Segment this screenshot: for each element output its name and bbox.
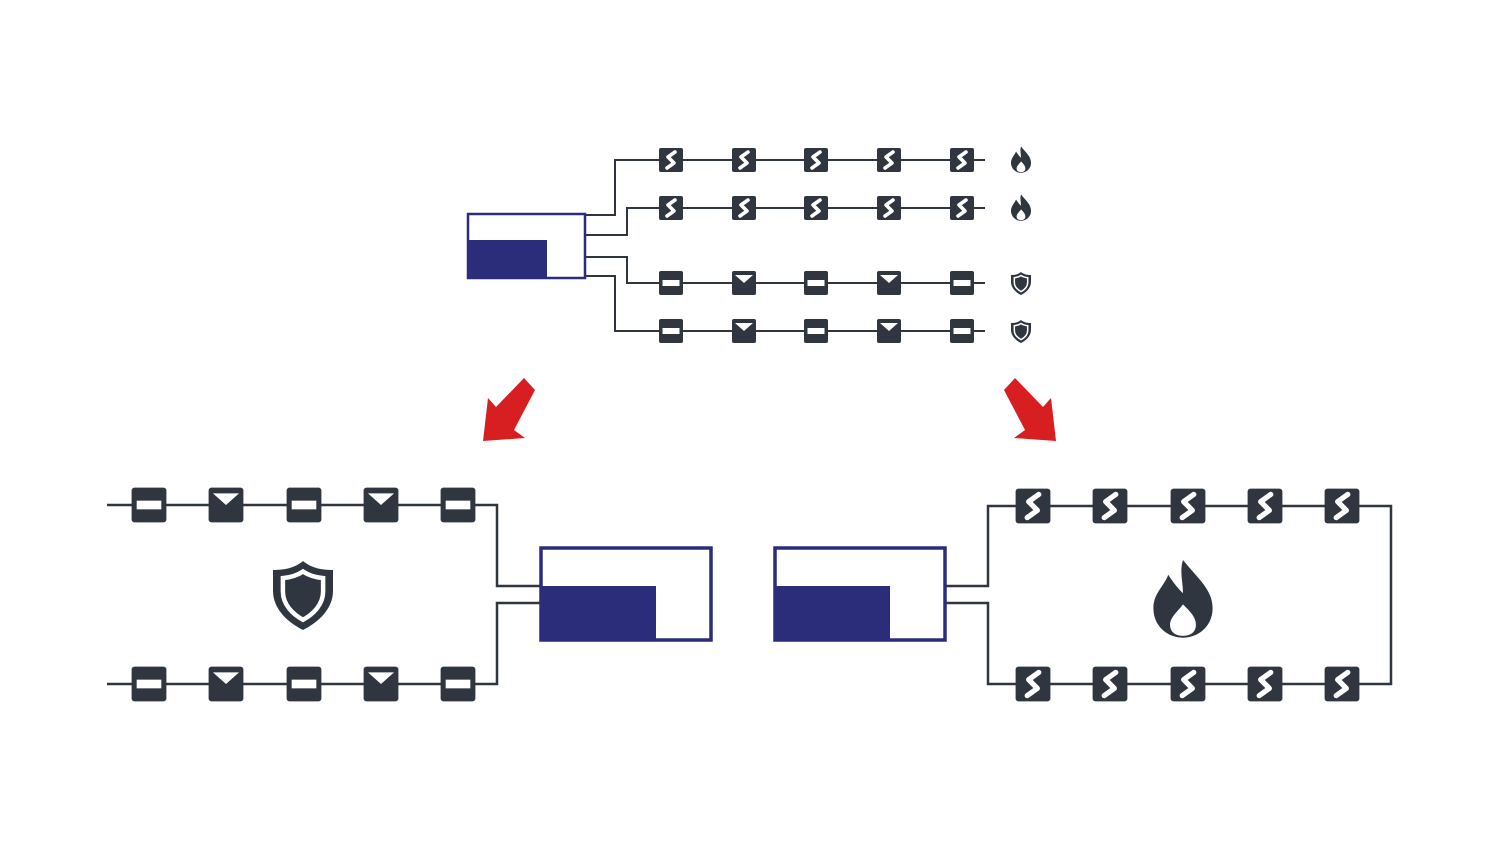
control-panel (539, 546, 713, 642)
heat-detector-icon (1170, 488, 1206, 524)
heat-detector-icon (1015, 488, 1051, 524)
heat-detector-icon (877, 196, 901, 220)
sensor-icon (440, 666, 476, 702)
envelope-icon (363, 487, 399, 523)
arrow-down-left-icon (483, 378, 535, 441)
heat-detector-icon (1247, 488, 1283, 524)
heat-detector-icon (1015, 666, 1051, 702)
envelope-icon (208, 666, 244, 702)
sensor-icon (950, 271, 974, 295)
heat-detector-icon (732, 148, 756, 172)
sensor-icon (131, 487, 167, 523)
shield-icon (1011, 320, 1031, 343)
flame-icon (1011, 194, 1031, 221)
sensor-icon (286, 487, 322, 523)
envelope-icon (732, 271, 756, 295)
heat-detector-icon (1092, 488, 1128, 524)
shield-icon (1011, 272, 1031, 295)
heat-detector-icon (804, 196, 828, 220)
heat-detector-icon (950, 196, 974, 220)
panel-display (775, 586, 890, 640)
symbols (273, 146, 1213, 638)
heat-detector-icon (804, 148, 828, 172)
wire (586, 275, 985, 332)
heat-detector-icon (732, 196, 756, 220)
envelope-icon (732, 319, 756, 343)
heat-detector-icon (1324, 488, 1360, 524)
sensor-icon (440, 487, 476, 523)
sensor-icon (804, 271, 828, 295)
envelope-icon (877, 319, 901, 343)
heat-detector-icon (1247, 666, 1283, 702)
wire (946, 504, 1393, 686)
wire (586, 159, 985, 216)
sensor-icon (286, 666, 322, 702)
heat-detector-icon (659, 196, 683, 220)
heat-detector-icon (1170, 666, 1206, 702)
sensor-icon (131, 666, 167, 702)
arrow-down-right-icon (1004, 378, 1056, 441)
control-panels (466, 212, 947, 642)
control-panel (773, 546, 947, 642)
sensor-icon (950, 319, 974, 343)
heat-detector-icon (659, 148, 683, 172)
devices (131, 148, 1360, 702)
envelope-icon (363, 666, 399, 702)
panel-display (541, 586, 656, 640)
heat-detector-icon (950, 148, 974, 172)
control-panel (466, 212, 587, 280)
flame-icon (1153, 560, 1213, 638)
heat-detector-icon (877, 148, 901, 172)
envelope-icon (208, 487, 244, 523)
heat-detector-icon (1092, 666, 1128, 702)
heat-detector-icon (1324, 666, 1360, 702)
flame-icon (1011, 146, 1031, 173)
shield-icon (273, 561, 333, 630)
sensor-icon (804, 319, 828, 343)
panel-display (468, 240, 547, 278)
sensor-icon (659, 271, 683, 295)
envelope-icon (877, 271, 901, 295)
sensor-icon (659, 319, 683, 343)
